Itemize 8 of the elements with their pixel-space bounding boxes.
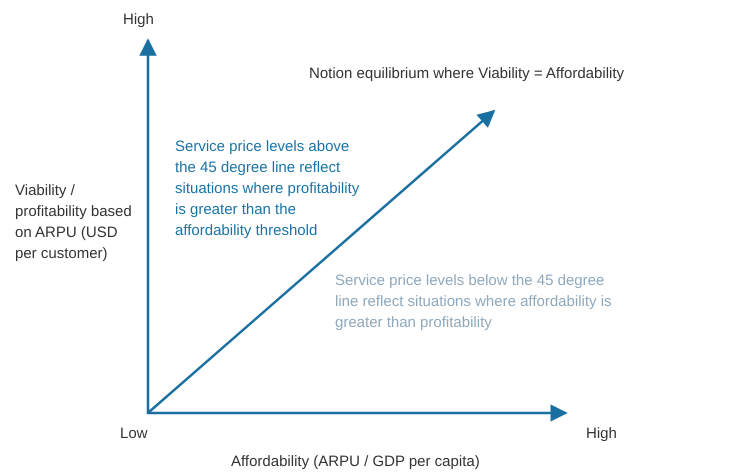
equilibrium-note: Notion equilibrium where Viability = Affordability: [309, 64, 624, 84]
axis-title: Viability / profitability based on ARPU (USD per customer): [15, 181, 133, 264]
axis-label: High: [123, 10, 154, 30]
axis-label: High: [586, 424, 617, 444]
annotation: Service price levels above the 45 degree line reflect situations where profitability is greater than the affordability threshold: [175, 137, 360, 241]
annotation: Service price levels below the 45 degree line reflect situations where affordability is greater than profitability: [335, 271, 613, 333]
axis-title: Affordability (ARPU / GDP per capita): [231, 452, 480, 472]
axis-label: Low: [120, 424, 148, 444]
